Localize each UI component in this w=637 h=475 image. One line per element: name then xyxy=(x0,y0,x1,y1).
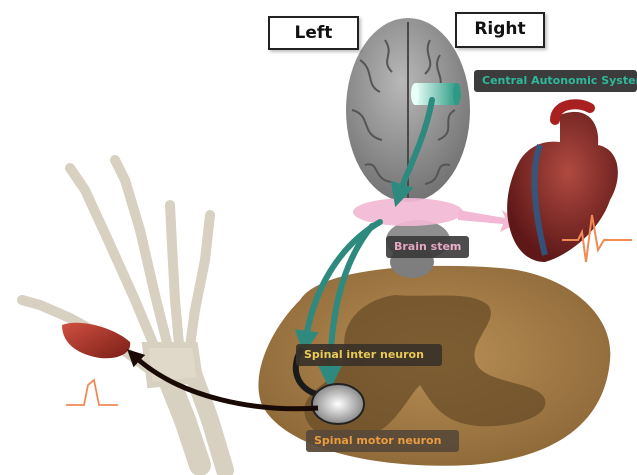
brain-stem-disk xyxy=(353,198,463,226)
hand-skeleton xyxy=(22,160,225,470)
central-autonomic-marker xyxy=(411,83,461,105)
left-label: Left xyxy=(268,16,359,50)
heart xyxy=(507,104,618,262)
muscle xyxy=(62,323,130,359)
right-label: Right xyxy=(455,12,545,48)
spinal-inter-neuron-label: Spinal inter neuron xyxy=(296,344,442,366)
brain-stem-label: Brain stem xyxy=(386,236,469,258)
emg-pulse xyxy=(66,380,118,405)
spinal-motor-neuron-label: Spinal motor neuron xyxy=(306,430,459,452)
motor-neuron xyxy=(312,384,364,424)
central-autonomic-system-label: Central Autonomic System xyxy=(474,70,637,92)
